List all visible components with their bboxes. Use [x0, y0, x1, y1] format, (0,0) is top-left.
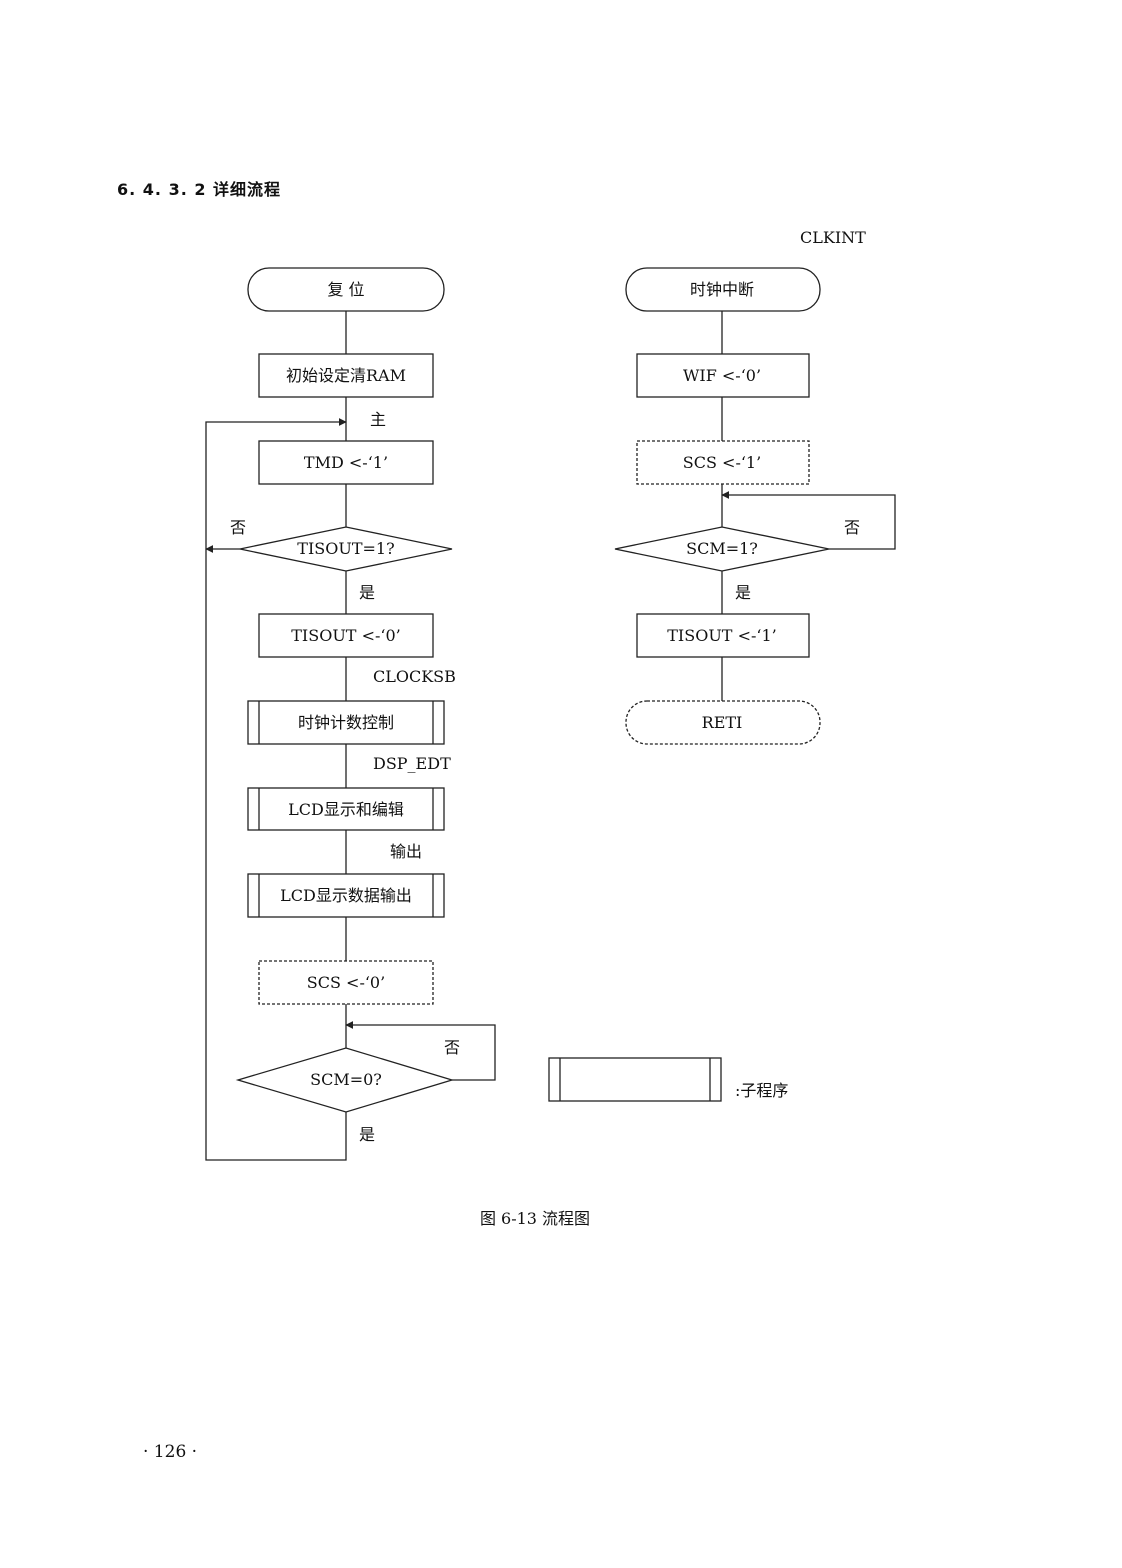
init-label: 初始设定清RAM: [286, 366, 406, 385]
subroutine-lcd-edit: [247, 787, 445, 831]
clear-wif-label: WIF <-‘0’: [683, 366, 761, 385]
legend-subroutine-symbol: [548, 1057, 722, 1102]
interrupt-start-label: 时钟中断: [690, 280, 754, 299]
clear-tisout-process: [258, 613, 434, 658]
clkint-label: CLKINT: [800, 228, 866, 247]
decision-scm0-label: SCM=0?: [310, 1070, 382, 1089]
no-label-1: 否: [230, 518, 246, 537]
subroutine-lcd-output: [247, 873, 445, 918]
clear-tisout-label: TISOUT <-‘0’: [291, 626, 400, 645]
set-scs-label: SCS <-‘1’: [683, 453, 761, 472]
interrupt-flow-connectors: [721, 311, 896, 701]
interrupt-start-terminal: [625, 267, 821, 312]
dsp-edt-label: DSP_EDT: [373, 754, 451, 773]
set-tmd-label: TMD <-‘1’: [304, 453, 388, 472]
reti-label: RETI: [702, 713, 743, 732]
reti-terminal: [625, 700, 821, 745]
clear-scs-process: [258, 960, 434, 1005]
page-number: · 126 ·: [143, 1442, 198, 1462]
subroutine-clock-label: 时钟计数控制: [298, 713, 394, 732]
set-tisout-process: [636, 613, 810, 658]
subroutine-lcd-output-label: LCD显示数据输出: [280, 886, 412, 905]
clear-scs-label: SCS <-‘0’: [307, 973, 385, 992]
start-terminal: [247, 267, 445, 312]
set-scs-process: [636, 440, 810, 485]
clear-wif-process: [636, 353, 810, 398]
interrupt-yes-label: 是: [735, 583, 751, 602]
no-label-2: 否: [444, 1038, 460, 1057]
decision-scm1-label: SCM=1?: [686, 539, 758, 558]
decision-scm1: [614, 526, 830, 572]
interrupt-no-label: 否: [844, 518, 860, 537]
init-process: [258, 353, 434, 398]
main-label: 主: [370, 410, 386, 429]
decision-scm0: [235, 1047, 455, 1113]
subroutine-lcd-edit-label: LCD显示和编辑: [288, 800, 404, 819]
section-title: 6. 4. 3. 2 详细流程: [117, 180, 282, 199]
yes-label-1: 是: [359, 583, 375, 602]
yes-label-2: 是: [359, 1125, 375, 1144]
clocksb-label: CLOCKSB: [373, 667, 456, 686]
figure-caption: 图 6-13 流程图: [479, 1209, 591, 1228]
set-tmd-process: [258, 440, 434, 485]
decision-tisout-label: TISOUT=1?: [297, 539, 394, 558]
legend-label: :子程序: [735, 1081, 788, 1100]
decision-tisout: [239, 526, 453, 572]
set-tisout-label: TISOUT <-‘1’: [667, 626, 776, 645]
start-label: 复 位: [327, 280, 364, 299]
main-flow-connectors: [205, 311, 496, 1161]
subroutine-clock: [247, 700, 445, 745]
output-label: 输出: [390, 842, 422, 861]
